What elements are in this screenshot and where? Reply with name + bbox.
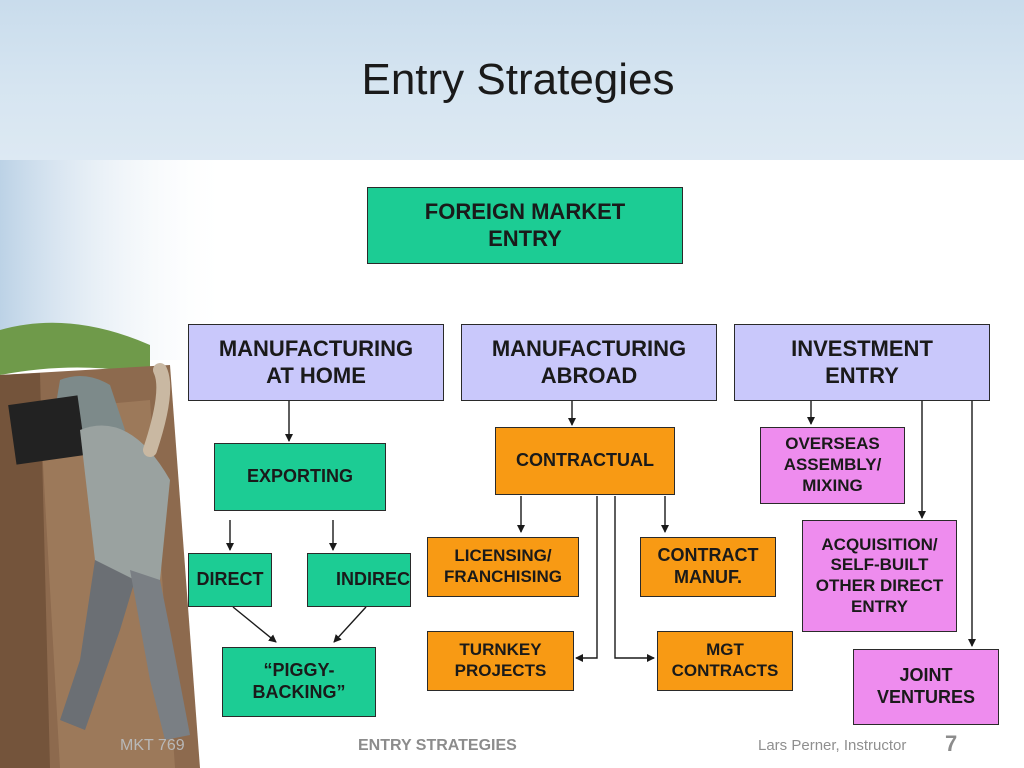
footer-instructor: Lars Perner, Instructor — [758, 737, 907, 754]
node-exporting: EXPORTING — [214, 443, 386, 511]
edge-direct-piggyback — [232, 606, 277, 643]
slide-title: Entry Strategies — [361, 55, 675, 104]
page-number: 7 — [945, 731, 958, 756]
node-overseas-assembly: OVERSEAS ASSEMBLY/ MIXING — [760, 427, 905, 504]
node-manufacturing-at-home: MANUFACTURING AT HOME — [188, 324, 444, 401]
node-direct: DIRECT — [188, 553, 272, 607]
node-turnkey-projects: TURNKEY PROJECTS — [427, 631, 574, 691]
edge-contractual-mgt — [614, 496, 655, 662]
node-licensing-franchising: LICENSING/ FRANCHISING — [427, 537, 579, 597]
edge-contractual-turnkey — [575, 496, 598, 662]
footer-title: ENTRY STRATEGIES — [358, 737, 517, 754]
node-piggy-backing: “PIGGY- BACKING” — [222, 647, 376, 717]
node-manufacturing-abroad: MANUFACTURING ABROAD — [461, 324, 717, 401]
edge-indirect-piggyback — [333, 606, 367, 643]
node-contract-manuf: CONTRACT MANUF. — [640, 537, 776, 597]
climber-illustration — [0, 160, 230, 768]
node-mgt-contracts: MGT CONTRACTS — [657, 631, 793, 691]
node-foreign-market-entry: FOREIGN MARKET ENTRY — [367, 187, 683, 264]
footer-course-code: MKT 769 — [120, 737, 185, 754]
node-contractual: CONTRACTUAL — [495, 427, 675, 495]
node-investment-entry: INVESTMENT ENTRY — [734, 324, 990, 401]
slide-header — [0, 0, 1024, 160]
node-indirect: INDIREC — [307, 553, 411, 607]
node-acquisition-self-built: ACQUISITION/ SELF-BUILT OTHER DIRECT ENT… — [802, 520, 957, 632]
node-joint-ventures: JOINT VENTURES — [853, 649, 999, 725]
